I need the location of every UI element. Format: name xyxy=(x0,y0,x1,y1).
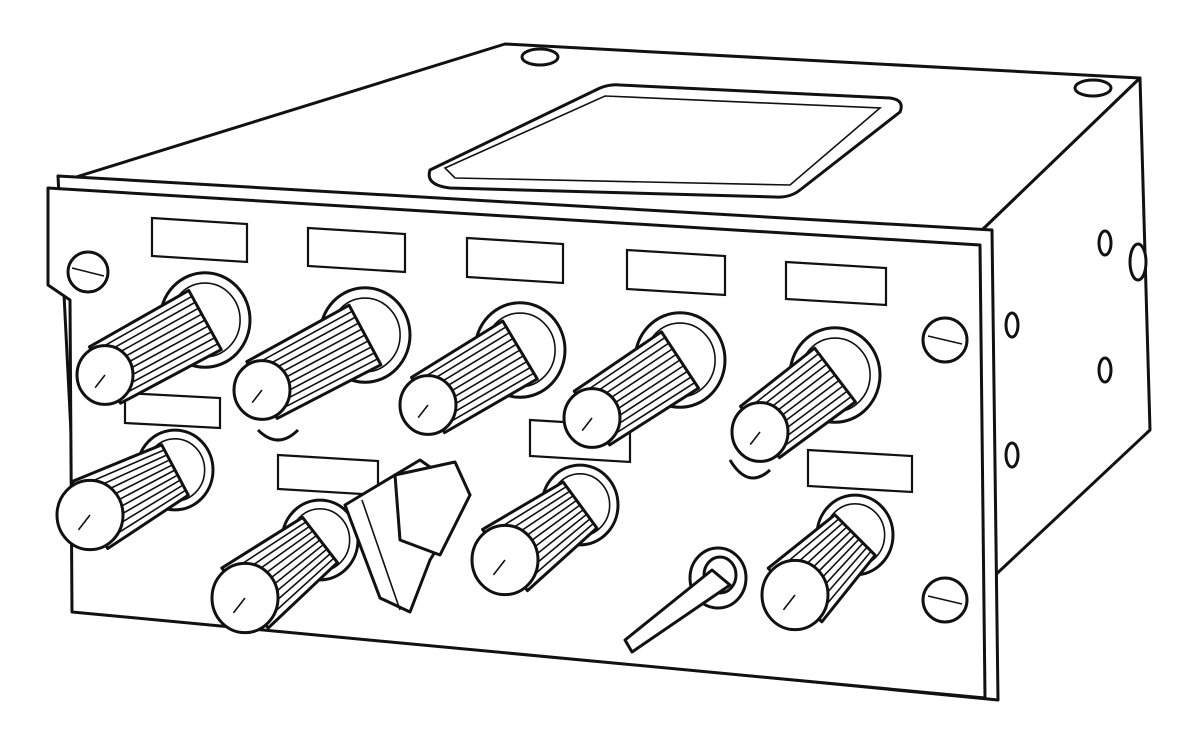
rocker-switch-icon[interactable] xyxy=(343,458,472,614)
rotary-knob-bottom-2[interactable] xyxy=(210,498,360,635)
indicator-lamp xyxy=(256,428,300,442)
side-screws xyxy=(1004,229,1148,469)
rotary-knob-top-5[interactable] xyxy=(730,326,882,463)
rotary-knob-bottom-3[interactable] xyxy=(470,463,620,597)
rotary-knob-top-4[interactable] xyxy=(562,311,727,449)
top-access-cover xyxy=(427,83,903,199)
rotary-knob-bottom-4[interactable] xyxy=(760,493,895,632)
screw-icon xyxy=(520,47,560,67)
panel-screws xyxy=(66,250,969,624)
rotary-knob-top-1[interactable] xyxy=(75,271,252,406)
rotary-knob-top-3[interactable] xyxy=(398,301,567,436)
rotary-knob-top-2[interactable] xyxy=(232,286,412,421)
indicator-lamp xyxy=(728,459,772,480)
toggle-switch-icon[interactable] xyxy=(623,546,748,654)
screw-icon xyxy=(1073,78,1113,98)
rotary-knob-bottom-1[interactable] xyxy=(55,428,215,552)
